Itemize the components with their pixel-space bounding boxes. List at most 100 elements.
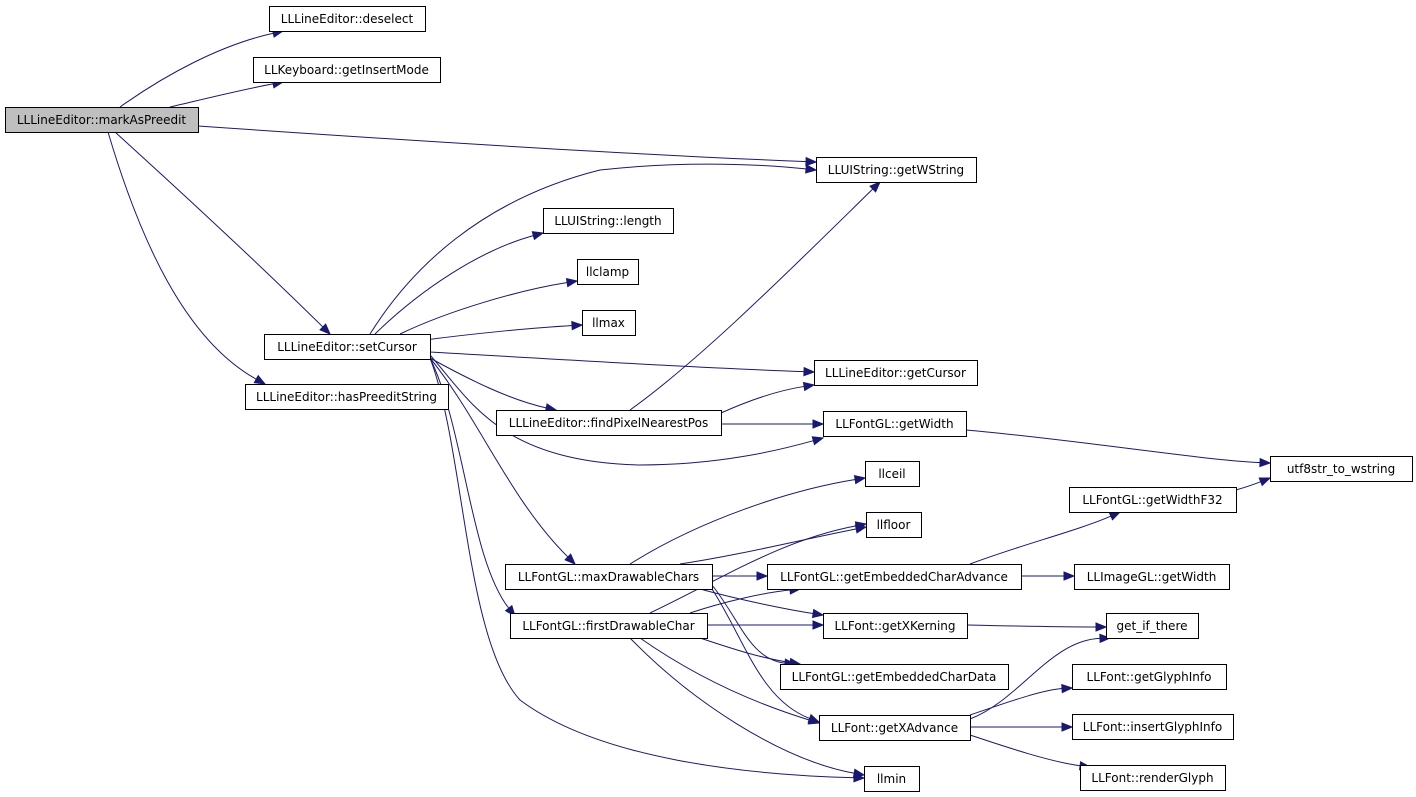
edge-getWidthF32-to-utf8str <box>1235 477 1272 491</box>
edge-maxDrawableChars-to-getXKerning <box>699 588 825 619</box>
edge-setCursor-to-fontGetWidth <box>429 354 825 466</box>
node-getEmbeddedCharAdvance[interactable]: LLFontGL::getEmbeddedCharAdvance <box>767 564 1022 590</box>
edge-setCursor-to-llmax <box>424 320 584 341</box>
node-getXAdvance[interactable]: LLFont::getXAdvance <box>819 715 971 741</box>
arrowhead <box>1258 477 1272 487</box>
node-setCursor[interactable]: LLLineEditor::setCursor <box>264 334 431 360</box>
node-getWidthF32[interactable]: LLFontGL::getWidthF32 <box>1069 487 1237 513</box>
node-label: llmax <box>592 316 625 330</box>
edge-line <box>169 83 275 108</box>
node-box <box>1072 664 1227 690</box>
node-renderGlyph[interactable]: LLFont::renderGlyph <box>1080 765 1226 791</box>
node-llceil[interactable]: llceil <box>865 461 920 487</box>
node-getEmbeddedCharData[interactable]: LLFontGL::getEmbeddedCharData <box>780 664 1009 690</box>
node-label: LLFontGL::getWidth <box>835 417 953 431</box>
node-box <box>5 107 199 133</box>
edge-getXAdvance-to-getIfThere <box>969 633 1112 720</box>
edge-line <box>1235 480 1262 491</box>
edge-getXAdvance-to-renderGlyph <box>969 734 1092 771</box>
arrowhead <box>803 366 816 377</box>
node-imageGetWidth[interactable]: LLImageGL::getWidth <box>1074 564 1230 590</box>
node-box <box>819 715 971 741</box>
edge-findPixelNearestPos-to-getWString <box>629 181 881 411</box>
edge-line <box>197 125 808 163</box>
node-label: LLUIString::getWString <box>828 163 964 177</box>
arrowhead <box>869 181 881 193</box>
arrowhead <box>571 320 584 331</box>
edge-line <box>639 637 811 721</box>
node-getWString[interactable]: LLUIString::getWString <box>816 157 977 183</box>
node-utf8str[interactable]: utf8str_to_wstring <box>1270 456 1413 482</box>
arrowhead <box>805 156 818 167</box>
node-box <box>814 360 978 386</box>
node-label: LLFont::renderGlyph <box>1091 771 1213 785</box>
edge-line <box>369 163 808 335</box>
node-label: llfloor <box>877 518 911 532</box>
node-box <box>582 310 636 336</box>
edge-line <box>966 624 1098 628</box>
edge-getXAdvance-to-getGlyphInfo <box>969 683 1074 716</box>
edge-line <box>720 385 806 414</box>
edge-markAsPreedit-to-getWString <box>197 125 818 167</box>
node-findPixelNearestPos[interactable]: LLLineEditor::findPixelNearestPos <box>496 410 722 436</box>
node-firstDrawableChar[interactable]: LLFontGL::firstDrawableChar <box>510 613 708 639</box>
arrowhead <box>1061 683 1074 694</box>
edge-line <box>119 32 275 108</box>
arrowhead <box>811 436 825 446</box>
node-fontGetWidth[interactable]: LLFontGL::getWidth <box>823 411 967 437</box>
node-llmax[interactable]: llmax <box>582 310 636 336</box>
node-maxDrawableChars[interactable]: LLFontGL::maxDrawableChars <box>505 564 713 590</box>
node-box <box>1270 456 1413 482</box>
arrowhead <box>805 164 818 174</box>
node-markAsPreedit[interactable]: LLLineEditor::markAsPreedit <box>5 107 199 133</box>
node-getInsertMode[interactable]: LLKeyboard::getInsertMode <box>253 57 441 83</box>
edge-firstDrawableChar-to-llmin <box>629 637 866 778</box>
arrowhead <box>802 381 816 392</box>
node-getCursor[interactable]: LLLineEditor::getCursor <box>814 360 978 386</box>
node-label: LLLineEditor::findPixelNearestPos <box>509 416 708 430</box>
node-box <box>510 613 708 639</box>
arrowhead <box>319 323 331 335</box>
node-box <box>1080 765 1226 791</box>
node-box <box>865 461 920 487</box>
edge-firstDrawableChar-to-getEmbeddedCharAdvance <box>689 585 802 614</box>
node-llclamp[interactable]: llclamp <box>577 259 639 285</box>
node-label: LLFontGL::firstDrawableChar <box>522 619 694 633</box>
node-box <box>505 564 713 590</box>
node-label: LLLineEditor::hasPreeditString <box>256 390 437 404</box>
node-box <box>816 157 977 183</box>
node-label: LLFont::getXAdvance <box>831 721 958 735</box>
node-llfloor[interactable]: llfloor <box>866 512 922 538</box>
node-deselect[interactable]: LLLineEditor::deselect <box>269 6 426 32</box>
node-box <box>543 208 674 234</box>
arrowhead <box>1095 622 1108 632</box>
node-box <box>253 57 441 83</box>
node-label: LLFontGL::getEmbeddedCharData <box>792 670 997 684</box>
node-box <box>767 564 1022 590</box>
node-getXKerning[interactable]: LLFont::getXKerning <box>823 613 968 639</box>
edge-setCursor-to-getCursor <box>429 351 816 377</box>
node-insertGlyphInfo[interactable]: LLFont::insertGlyphInfo <box>1072 714 1234 740</box>
edge-setCursor-to-llclamp <box>399 277 579 335</box>
edge-line <box>399 281 569 335</box>
node-llmin[interactable]: llmin <box>864 766 920 792</box>
edge-line <box>429 357 856 779</box>
edge-line <box>429 351 806 373</box>
node-label: LLLineEditor::deselect <box>281 12 414 26</box>
edge-getXKerning-to-getIfThere <box>966 622 1108 632</box>
node-hasPreeditString[interactable]: LLLineEditor::hasPreeditString <box>245 384 449 410</box>
arrowhead <box>531 231 545 241</box>
node-getGlyphInfo[interactable]: LLFont::getGlyphInfo <box>1072 664 1227 690</box>
edge-line <box>965 429 1262 464</box>
edge-line <box>969 734 1082 767</box>
node-label: llclamp <box>586 265 629 279</box>
edge-line <box>689 589 792 614</box>
node-label: LLFont::insertGlyphInfo <box>1083 720 1222 734</box>
edge-line <box>107 131 258 381</box>
node-box <box>866 512 922 538</box>
node-uiLength[interactable]: LLUIString::length <box>543 208 674 234</box>
edge-markAsPreedit-to-getInsertMode <box>169 79 285 108</box>
node-getIfThere[interactable]: get_if_there <box>1106 613 1199 639</box>
arrowhead <box>811 608 825 619</box>
node-label: utf8str_to_wstring <box>1287 462 1395 476</box>
